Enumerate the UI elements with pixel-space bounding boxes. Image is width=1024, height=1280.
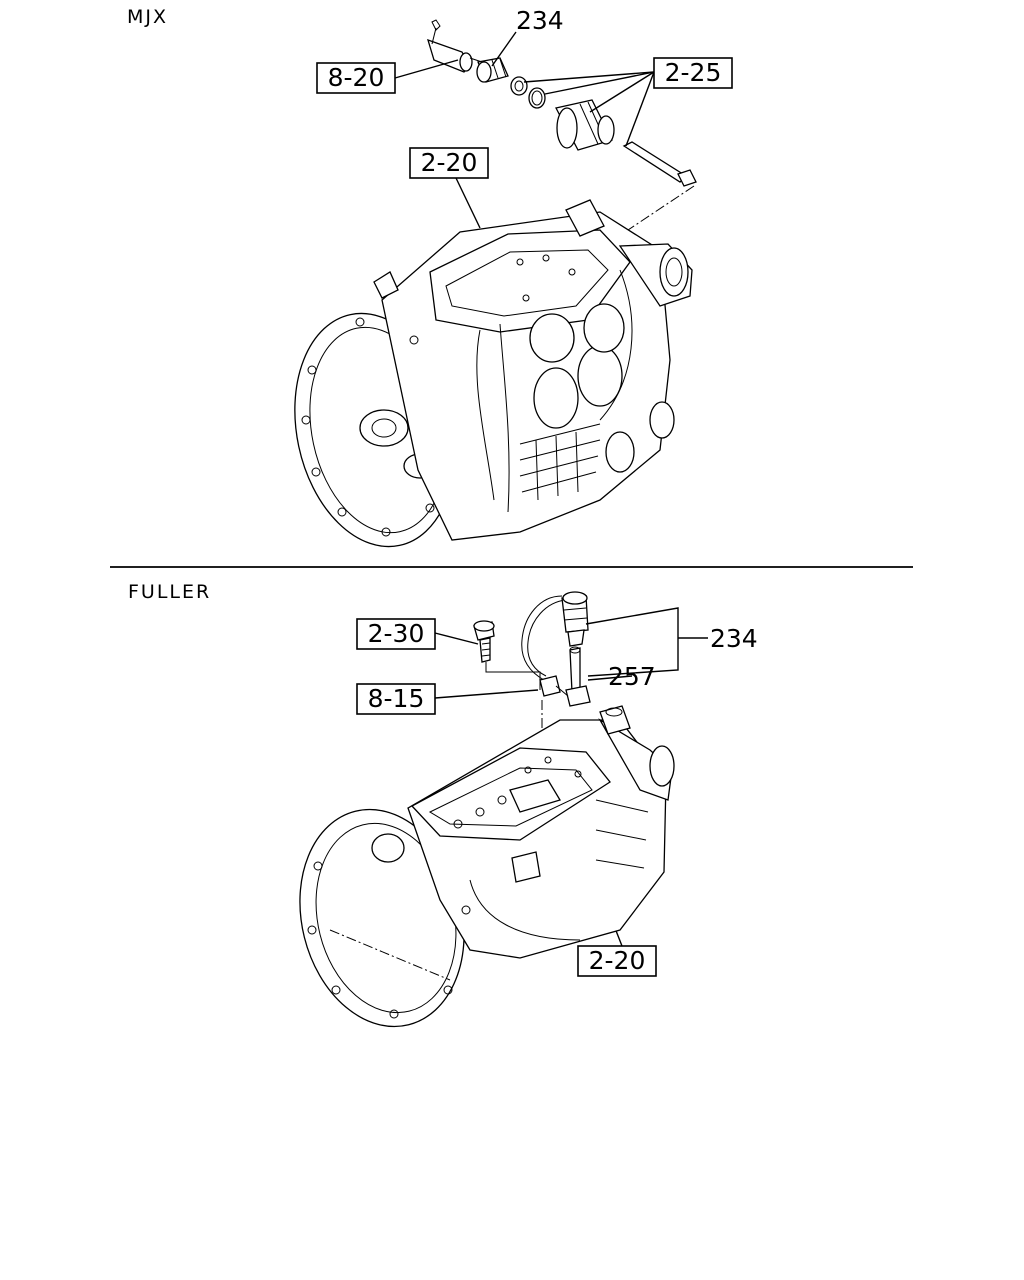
mjx-driven-gear — [622, 141, 697, 187]
callout-mjx-gear-parts: 2-25 — [665, 58, 722, 87]
mjx-cable-fitting — [427, 19, 483, 73]
callout-box-mjx-gear-parts — [653, 57, 733, 89]
callout-box-mjx-transmission — [409, 147, 489, 179]
callout-box-fuller-wiring — [356, 683, 436, 715]
fuller-transmission — [299, 705, 675, 1028]
fuller-connector — [539, 675, 591, 707]
fuller-speed-switch — [521, 591, 589, 681]
callout-mjx-switch: 234 — [516, 6, 564, 35]
callout-fuller-wiring: 8-15 — [368, 684, 425, 713]
callout-box-fuller-transmission — [577, 945, 657, 977]
callout-fuller-rod: 257 — [608, 662, 656, 691]
callout-fuller-switch: 234 — [710, 624, 758, 653]
mjx-leader-lines — [394, 31, 695, 245]
fuller-bolt — [473, 620, 495, 663]
callout-fuller-bolt: 2-30 — [368, 619, 425, 648]
callout-box-mjx-wiring — [316, 62, 396, 94]
callout-mjx-wiring: 8-20 — [328, 63, 385, 92]
mjx-washer — [510, 76, 528, 96]
mjx-gear-sleeve — [555, 99, 615, 151]
callout-fuller-transmission: 2-20 — [589, 946, 646, 975]
mjx-speed-switch — [476, 57, 509, 83]
callout-box-fuller-bolt — [356, 618, 436, 650]
mjx-transmission — [294, 199, 693, 548]
section-title-fuller: FULLER — [128, 581, 211, 603]
callout-mjx-transmission: 2-20 — [421, 148, 478, 177]
fuller-rod — [569, 646, 581, 693]
section-title-mjx: MJX — [127, 6, 168, 28]
mjx-o-ring — [528, 87, 546, 109]
